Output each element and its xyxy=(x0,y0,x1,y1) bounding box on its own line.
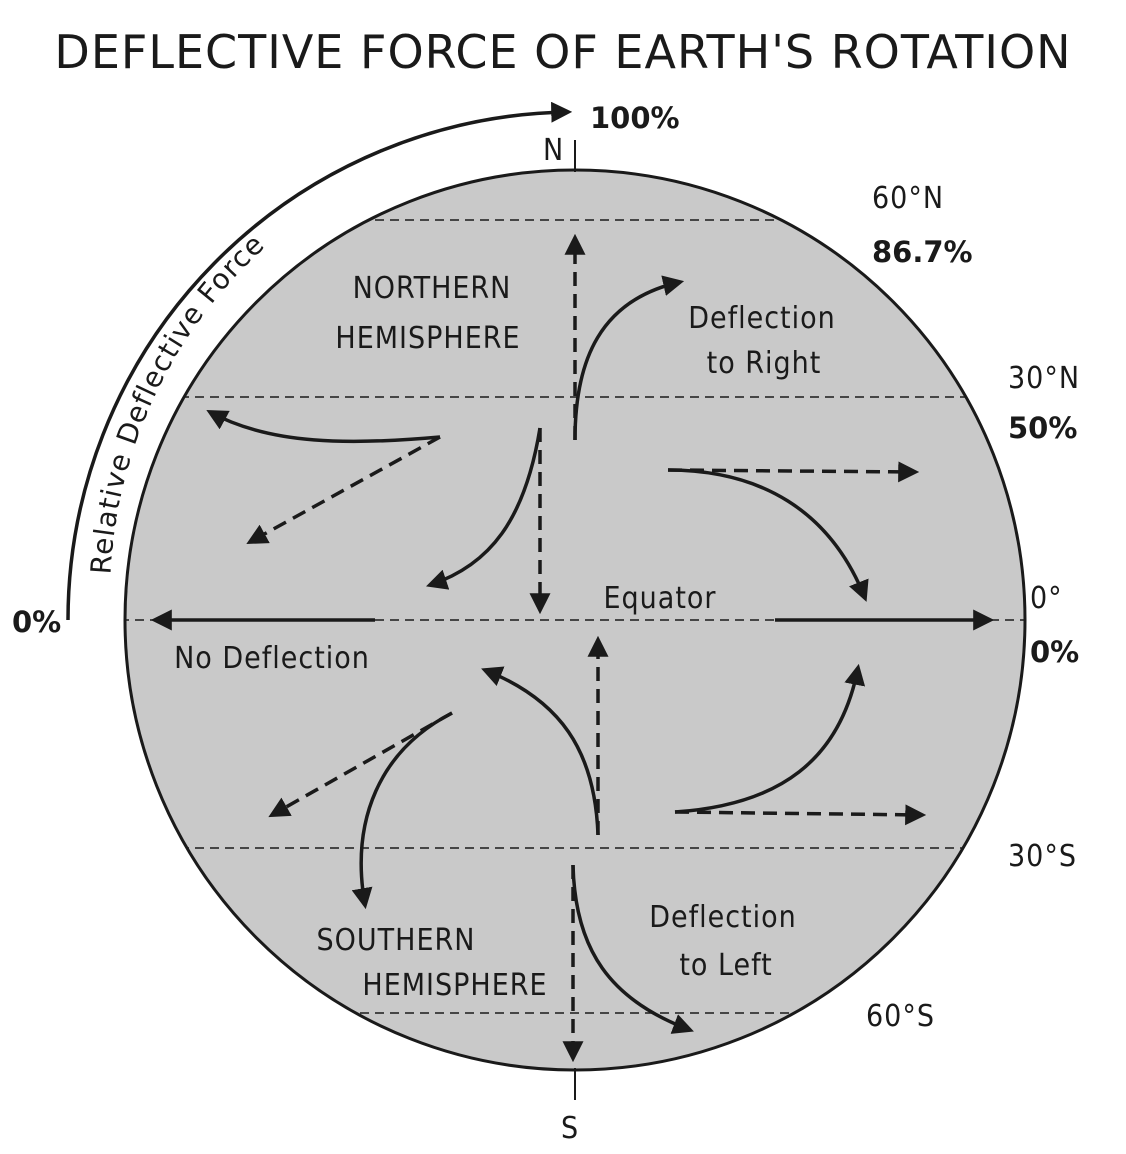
right-label-2: to Right xyxy=(707,346,822,381)
south-pole-label: S xyxy=(561,1111,579,1146)
lat-60n-label: 60°N xyxy=(872,181,944,216)
south-deflected-path-arrow xyxy=(571,864,694,1034)
northern-label-2: HEMISPHERE xyxy=(335,321,520,356)
left-label-1: Deflection xyxy=(649,900,797,935)
lat-60s-label: 60°S xyxy=(866,999,935,1034)
equator-label: Equator xyxy=(603,581,716,616)
lat-eq-label: 0° xyxy=(1030,581,1063,616)
north-deflected-path-arrow xyxy=(573,275,685,441)
nw-straight-path-arrow xyxy=(246,435,441,545)
ne-deflected-path-arrow xyxy=(667,468,869,602)
lat-eq-pct: 0% xyxy=(1030,635,1079,669)
center-down-deflected-arrow xyxy=(426,427,542,590)
north-pole-label: N xyxy=(543,133,564,168)
left-label-2: to Left xyxy=(679,948,772,983)
se-deflected-path-arrow xyxy=(674,663,866,814)
no-deflection-label: No Deflection xyxy=(174,641,370,676)
percent-left: 0% xyxy=(12,605,61,639)
northern-label-1: NORTHERN xyxy=(353,271,512,306)
southern-label-2: HEMISPHERE xyxy=(362,968,547,1003)
right-label-1: Deflection xyxy=(688,301,836,336)
ne-straight-path-arrow xyxy=(667,461,920,483)
relative-force-arc xyxy=(66,101,573,621)
lat-60n-pct: 86.7% xyxy=(872,235,973,269)
lat-30s-label: 30°S xyxy=(1008,839,1077,874)
percent-top: 100% xyxy=(590,101,680,135)
se-straight-path-arrow xyxy=(674,804,927,826)
sw-deflected-path-arrow xyxy=(351,711,453,910)
nw-deflected-path-arrow xyxy=(206,409,441,444)
south-center-up-deflected-arrow xyxy=(481,666,600,836)
lat-30n-pct: 50% xyxy=(1008,411,1077,445)
southern-label-1: SOUTHERN xyxy=(317,923,476,958)
diagram-title: DEFLECTIVE FORCE OF EARTH'S ROTATION xyxy=(54,25,1071,79)
lat-30n-label: 30°N xyxy=(1008,361,1080,396)
